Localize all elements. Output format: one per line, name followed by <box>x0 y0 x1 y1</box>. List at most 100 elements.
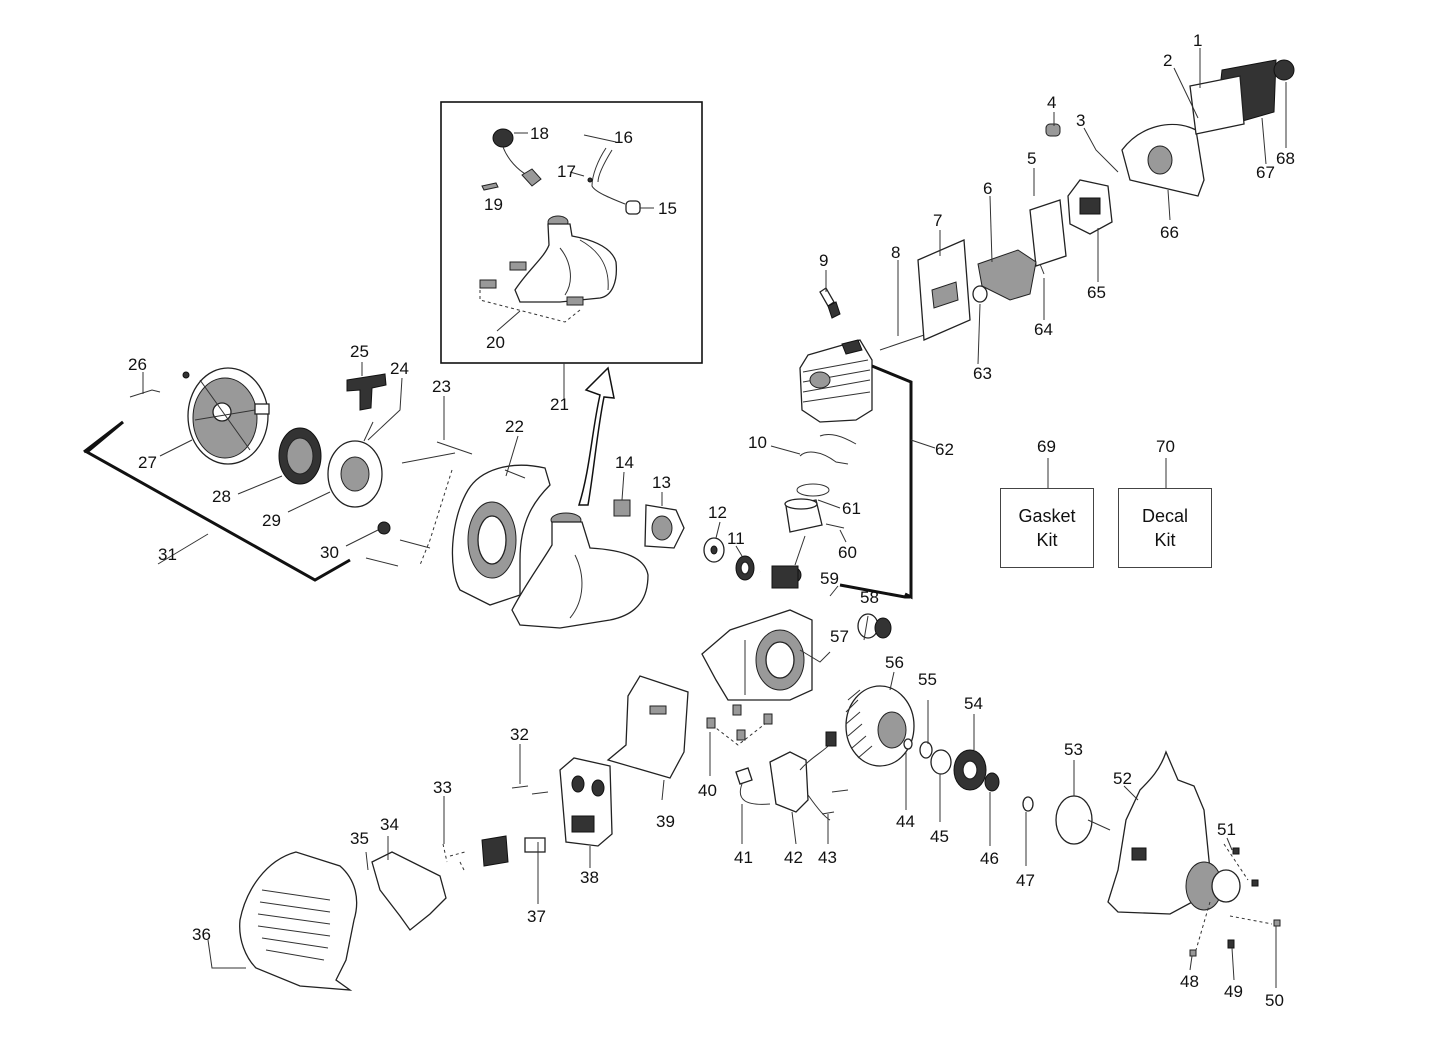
grommet-part <box>625 200 641 215</box>
fuel-filter-part <box>521 168 542 187</box>
callout-11: 11 <box>727 529 745 548</box>
callout-39: 39 <box>656 812 675 831</box>
decal-kit-box: Decal Kit <box>1118 488 1212 568</box>
callout-45: 45 <box>930 827 949 846</box>
callout-10: 10 <box>748 433 767 452</box>
flywheel-part <box>845 685 915 767</box>
callout-56: 56 <box>885 653 904 672</box>
callout-50: 50 <box>1265 991 1284 1010</box>
callout-44: 44 <box>896 812 915 831</box>
callout-18: 18 <box>530 124 549 143</box>
air-filter-cover-part <box>1189 59 1277 135</box>
air-filter-adapter-part <box>644 504 685 549</box>
callout-63: 63 <box>973 364 992 383</box>
callout-27: 27 <box>138 453 157 472</box>
callout-61: 61 <box>842 499 861 518</box>
starter-handle-part <box>346 373 387 411</box>
callout-60: 60 <box>838 543 857 562</box>
callout-59: 59 <box>820 569 839 588</box>
starter-pulley-part <box>278 427 322 485</box>
base-plate-part <box>606 675 689 779</box>
fuel-tank-inset <box>440 101 703 364</box>
cylinder-bracket-62 <box>839 364 913 600</box>
gasket-kit-line1: Gasket <box>1018 506 1076 526</box>
spark-plug-part <box>819 287 841 319</box>
engine-cover-part <box>239 851 358 991</box>
callout-12: 12 <box>708 503 727 522</box>
callout-8: 8 <box>891 243 900 262</box>
callout-30: 30 <box>320 543 339 562</box>
clutch-part <box>953 749 987 791</box>
callout-13: 13 <box>652 473 671 492</box>
clutch-housing-part <box>1107 750 1241 915</box>
muffler-part <box>559 757 613 847</box>
callout-40: 40 <box>698 781 717 800</box>
callout-43: 43 <box>818 848 837 867</box>
knob-part <box>1273 59 1295 81</box>
crankcase-part <box>701 609 813 701</box>
callout-57: 57 <box>830 627 849 646</box>
callout-34: 34 <box>380 815 399 834</box>
callout-52: 52 <box>1113 769 1132 788</box>
callout-58: 58 <box>860 588 879 607</box>
callout-67: 67 <box>1256 163 1275 182</box>
callout-41: 41 <box>734 848 753 867</box>
callout-16: 16 <box>614 128 633 147</box>
callout-14: 14 <box>615 453 634 472</box>
callout-28: 28 <box>212 487 231 506</box>
callout-33: 33 <box>433 778 452 797</box>
callout-2: 2 <box>1163 51 1172 70</box>
callout-31: 31 <box>158 545 177 564</box>
ignition-module-part <box>769 731 837 821</box>
callout-70: 70 <box>1156 437 1175 456</box>
decal-kit-line1: Decal <box>1141 506 1189 526</box>
starter-pawl-plate-part <box>327 440 383 508</box>
callout-7: 7 <box>933 211 942 230</box>
washer-45-part <box>930 749 952 775</box>
callout-26: 26 <box>128 355 147 374</box>
callout-35: 35 <box>350 829 369 848</box>
callout-38: 38 <box>580 868 599 887</box>
engine-housing-part <box>451 464 551 606</box>
fuel-tank-main-part <box>511 512 649 629</box>
callout-48: 48 <box>1180 972 1199 991</box>
callout-62: 62 <box>935 440 954 459</box>
spark-boot-part <box>735 767 771 805</box>
callout-65: 65 <box>1087 283 1106 302</box>
gasket-kit-box: Gasket Kit <box>1000 488 1094 568</box>
callout-29: 29 <box>262 511 281 530</box>
callout-46: 46 <box>980 849 999 868</box>
callout-23: 23 <box>432 377 451 396</box>
callout-17: 17 <box>557 162 576 181</box>
cylinder-part <box>799 339 873 423</box>
callout-49: 49 <box>1224 982 1243 1001</box>
callout-15: 15 <box>658 199 677 218</box>
piston-ring-part <box>796 483 830 497</box>
callout-labels: 1 2 3 4 5 6 7 8 9 10 11 12 13 14 15 16 1… <box>128 31 1295 1010</box>
piston-part <box>784 498 823 533</box>
gasket-kit-line2: Kit <box>1036 530 1058 550</box>
callout-25: 25 <box>350 342 369 361</box>
callout-68: 68 <box>1276 149 1295 168</box>
starter-bracket-31 <box>83 420 351 582</box>
callout-6: 6 <box>983 179 992 198</box>
callout-21: 21 <box>550 395 569 414</box>
callout-53: 53 <box>1064 740 1083 759</box>
callout-9: 9 <box>819 251 828 270</box>
fuel-tank-part <box>514 215 618 303</box>
fuel-cap-part <box>492 128 528 176</box>
fuel-line-part <box>591 147 626 205</box>
callout-20: 20 <box>486 333 505 352</box>
callout-3: 3 <box>1076 111 1085 130</box>
decal-kit-line2: Kit <box>1154 530 1176 550</box>
callout-55: 55 <box>918 670 937 689</box>
callout-66: 66 <box>1160 223 1179 242</box>
callout-1: 1 <box>1193 31 1202 50</box>
callout-5: 5 <box>1027 149 1036 168</box>
clutch-drum-part <box>1055 795 1111 845</box>
muffler-shield-part <box>371 851 447 931</box>
callout-51: 51 <box>1217 820 1236 839</box>
carburetor-part <box>1067 179 1113 235</box>
callout-36: 36 <box>192 925 211 944</box>
